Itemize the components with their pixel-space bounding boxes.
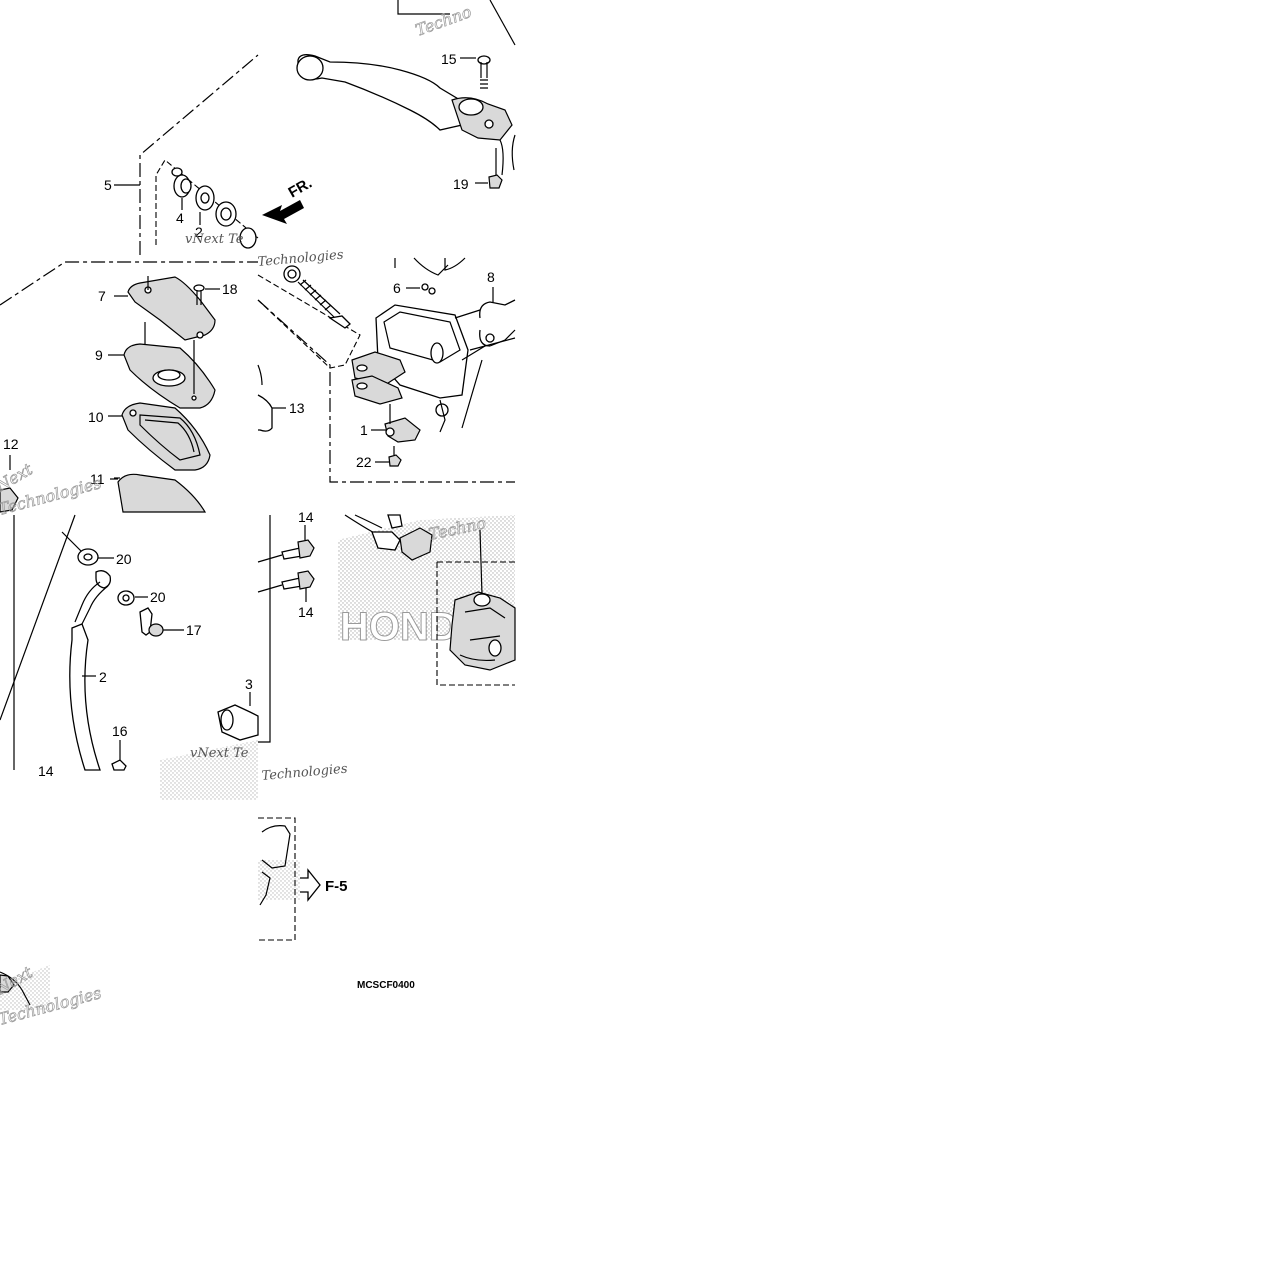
callout-6: 6 (393, 280, 401, 296)
reservoir-cap (127, 276, 216, 341)
callout-19: 19 (453, 176, 469, 192)
callout-11: 11 (90, 471, 105, 487)
callout-15: 15 (441, 51, 457, 67)
callout-17: 17 (186, 622, 202, 638)
brake-lever (296, 54, 516, 176)
drawing-code: MCSCF0400 (357, 980, 415, 991)
svg-text:vNext Te: vNext Te (190, 746, 249, 761)
svg-text:F-5: F-5 (325, 878, 348, 895)
callout-1: 1 (360, 422, 368, 438)
reservoir-body (114, 473, 207, 513)
callout-14-mid: 14 (298, 604, 314, 620)
screw-18 (193, 284, 220, 305)
leader-lines (108, 295, 128, 480)
callout-20-bottom: 20 (150, 589, 166, 605)
reservoir-plate (123, 322, 216, 409)
stipple-bottom-center (0, 740, 300, 1010)
brake-hose (61, 531, 259, 771)
callout-22: 22 (356, 454, 372, 470)
bolts-14 (257, 525, 315, 602)
watermarks: Techno vNext Te Technologies Next Techno… (0, 2, 488, 1030)
front-direction-arrow: FR. (262, 175, 315, 224)
screw-22 (375, 446, 402, 467)
reference-arrow-f5: F-5 (300, 868, 348, 902)
caliper-fragment (344, 514, 516, 671)
callout-labels: 15 19 5 4 2 7 18 9 10 11 12 13 6 8 1 22 … (3, 51, 495, 779)
piston-kit (114, 167, 351, 329)
callout-3: 3 (245, 676, 253, 692)
bottom-left-fragment (0, 971, 31, 1006)
callout-2-hose: 2 (99, 669, 107, 685)
callout-8: 8 (487, 269, 495, 285)
svg-text:vNext Te: vNext Te (185, 232, 244, 247)
switch-1 (371, 404, 421, 443)
callout-18: 18 (222, 281, 238, 297)
callout-4: 4 (176, 210, 184, 226)
svg-text:FR.: FR. (286, 175, 315, 202)
diaphragm (121, 402, 211, 471)
callout-14-bottom: 14 (38, 763, 54, 779)
screw-15 (460, 55, 491, 89)
callout-10: 10 (88, 409, 104, 425)
callout-12: 12 (3, 436, 19, 452)
nut-19 (475, 148, 503, 189)
callout-2-kit: 2 (195, 224, 203, 240)
callout-14-top: 14 (298, 509, 314, 525)
callout-20-top: 20 (116, 551, 132, 567)
callout-5: 5 (104, 177, 112, 193)
svg-text:Technologies: Technologies (257, 248, 344, 270)
hose-fitting-12 (0, 455, 19, 513)
callout-16: 16 (112, 723, 128, 739)
svg-text:Techno: Techno (413, 2, 474, 40)
callout-9: 9 (95, 347, 103, 363)
svg-text:Technologies: Technologies (261, 762, 348, 784)
reference-fragment (259, 825, 291, 906)
callout-7: 7 (98, 288, 106, 304)
hose-13 (257, 364, 286, 432)
callout-13: 13 (289, 400, 305, 416)
master-cylinder-body (351, 257, 516, 433)
